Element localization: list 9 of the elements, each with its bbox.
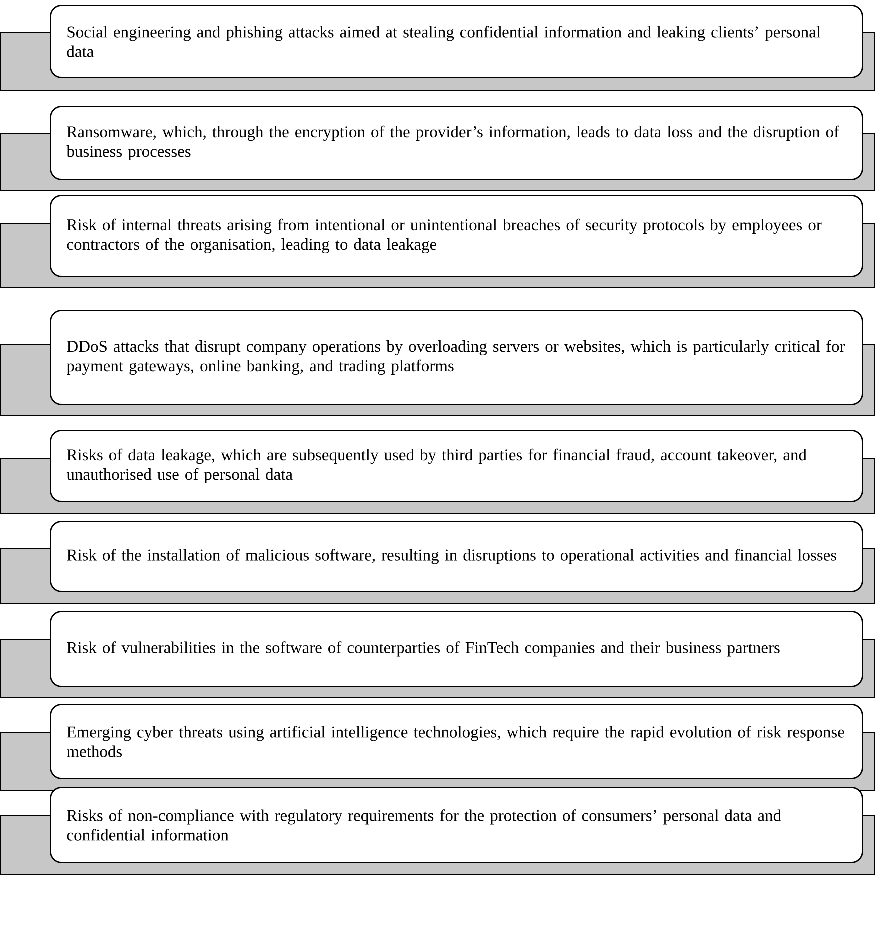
text-box: Risks of data leakage, which are subsequently used by third parties for financial fraud, account takeover, and unauthorised use of personal data [50, 430, 864, 502]
text-box: Risks of non-compliance with regulatory requirements for the protection of consumers’ personal data and confidential information [50, 787, 864, 864]
text-box: Emerging cyber threats using artificial intelligence technologies, which require the rapid evolution of risk response methods [50, 704, 864, 780]
text-box: Risk of internal threats arising from intentional or unintentional breaches of security protocols by employees or contractors of the organisation, leading to data leakage [50, 195, 864, 278]
text-box: Risk of vulnerabilities in the software of counterparties of FinTech companies and their business partners [50, 611, 864, 688]
text-box: DDoS attacks that disrupt company operations by overloading servers or websites, which is particularly critical for payment gateways, online banking, and trading platforms [50, 310, 864, 406]
text-box: Risk of the installation of malicious software, resulting in disruptions to operational activities and financial losses [50, 521, 864, 592]
text-box: Ransomware, which, through the encryption of the provider’s information, leads to data loss and the disruption of business processes [50, 106, 864, 180]
text-box: Social engineering and phishing attacks aimed at stealing confidential information and leaking clients’ personal data [50, 5, 864, 78]
